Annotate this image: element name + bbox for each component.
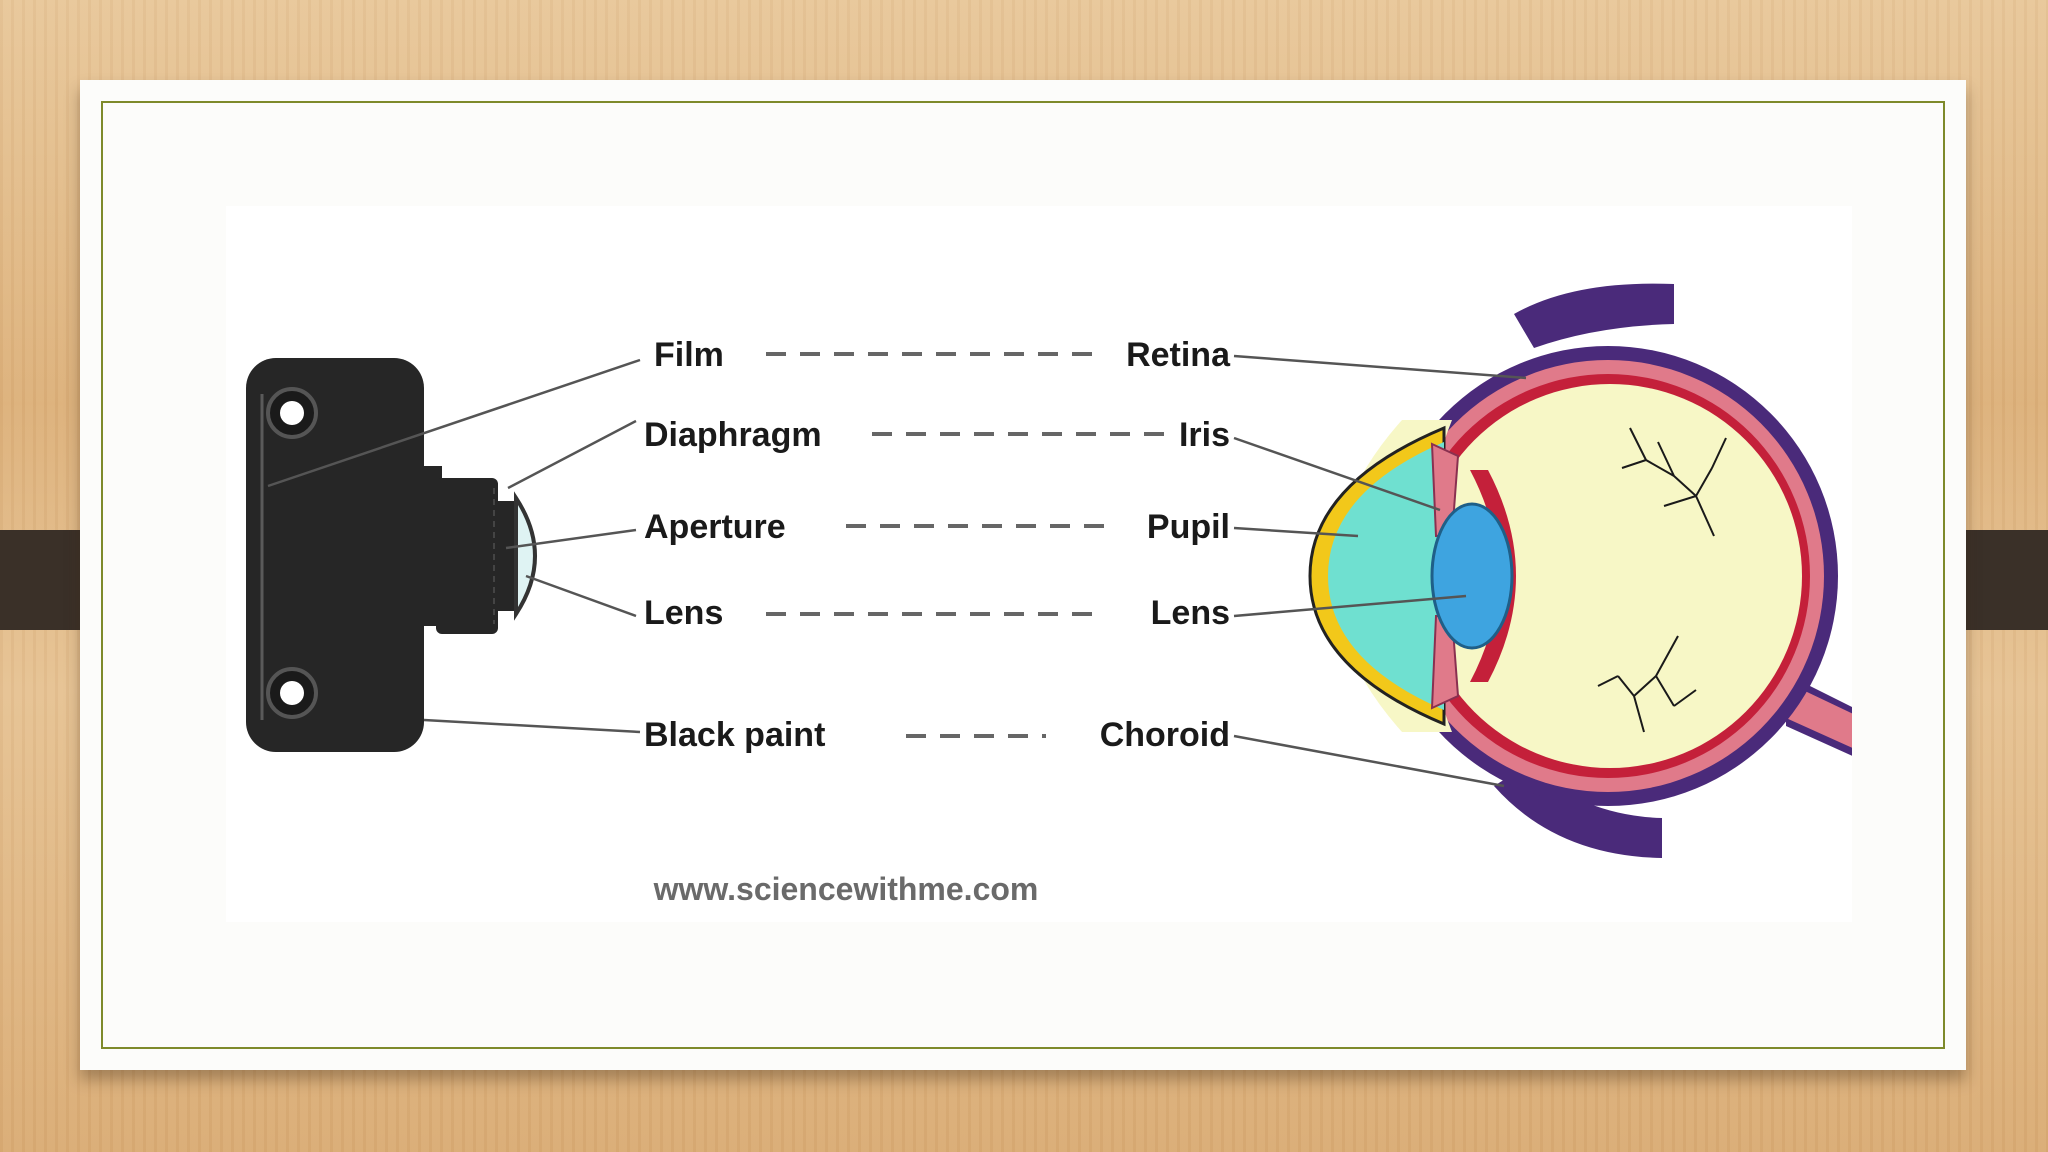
- iris-leader: [1233, 436, 1441, 512]
- camera-eye-diagram: Film Diaphragm Aperture Lens Black paint…: [246, 283, 1852, 907]
- black-paint-leader: [423, 718, 641, 734]
- label-film: Film: [654, 336, 724, 374]
- ciliary-body: [1470, 470, 1516, 682]
- retinal-vessels: [1597, 427, 1727, 733]
- lens-barrel: [436, 478, 498, 634]
- slide-card: Film Diaphragm Aperture Lens Black paint…: [80, 80, 1966, 1070]
- eye-illustration: [1308, 283, 1852, 858]
- diaphragm-leader: [507, 419, 637, 490]
- label-eye-lens: Lens: [1151, 594, 1230, 632]
- label-black-paint: Black paint: [644, 716, 825, 754]
- aqueous-humor: [1328, 442, 1444, 710]
- upper-eye-muscle: [1514, 283, 1674, 348]
- label-choroid: Choroid: [1100, 716, 1230, 754]
- lens-mount: [498, 501, 516, 611]
- camera-screw-top-hole: [280, 401, 304, 425]
- camera-screw-bottom-hole: [280, 681, 304, 705]
- camera-lens-glass: [514, 491, 537, 621]
- label-pupil: Pupil: [1147, 508, 1230, 546]
- camera-leader-lines: [267, 358, 641, 734]
- label-iris: Iris: [1179, 416, 1230, 454]
- film-leader: [267, 358, 641, 488]
- aperture-leader: [505, 528, 637, 550]
- retina-leader: [1233, 354, 1527, 380]
- eye-lens: [1430, 502, 1514, 650]
- camera-lens-leader: [525, 574, 637, 618]
- pupil-leader: [1233, 526, 1359, 538]
- eye-leader-lines: [1233, 354, 1527, 788]
- label-camera-lens: Lens: [644, 594, 723, 632]
- choroid-leader: [1233, 734, 1505, 788]
- dashed-connectors: [766, 352, 1164, 738]
- label-retina: Retina: [1126, 336, 1231, 374]
- label-aperture: Aperture: [644, 508, 786, 546]
- camera-body: [246, 358, 424, 752]
- camera-illustration: [246, 358, 537, 752]
- diagram-panel: Film Diaphragm Aperture Lens Black paint…: [226, 206, 1852, 922]
- source-credit: www.sciencewithme.com: [653, 871, 1039, 907]
- label-diaphragm: Diaphragm: [644, 416, 822, 454]
- eye-lens-leader: [1233, 594, 1467, 618]
- slide-frame: [101, 101, 1945, 1049]
